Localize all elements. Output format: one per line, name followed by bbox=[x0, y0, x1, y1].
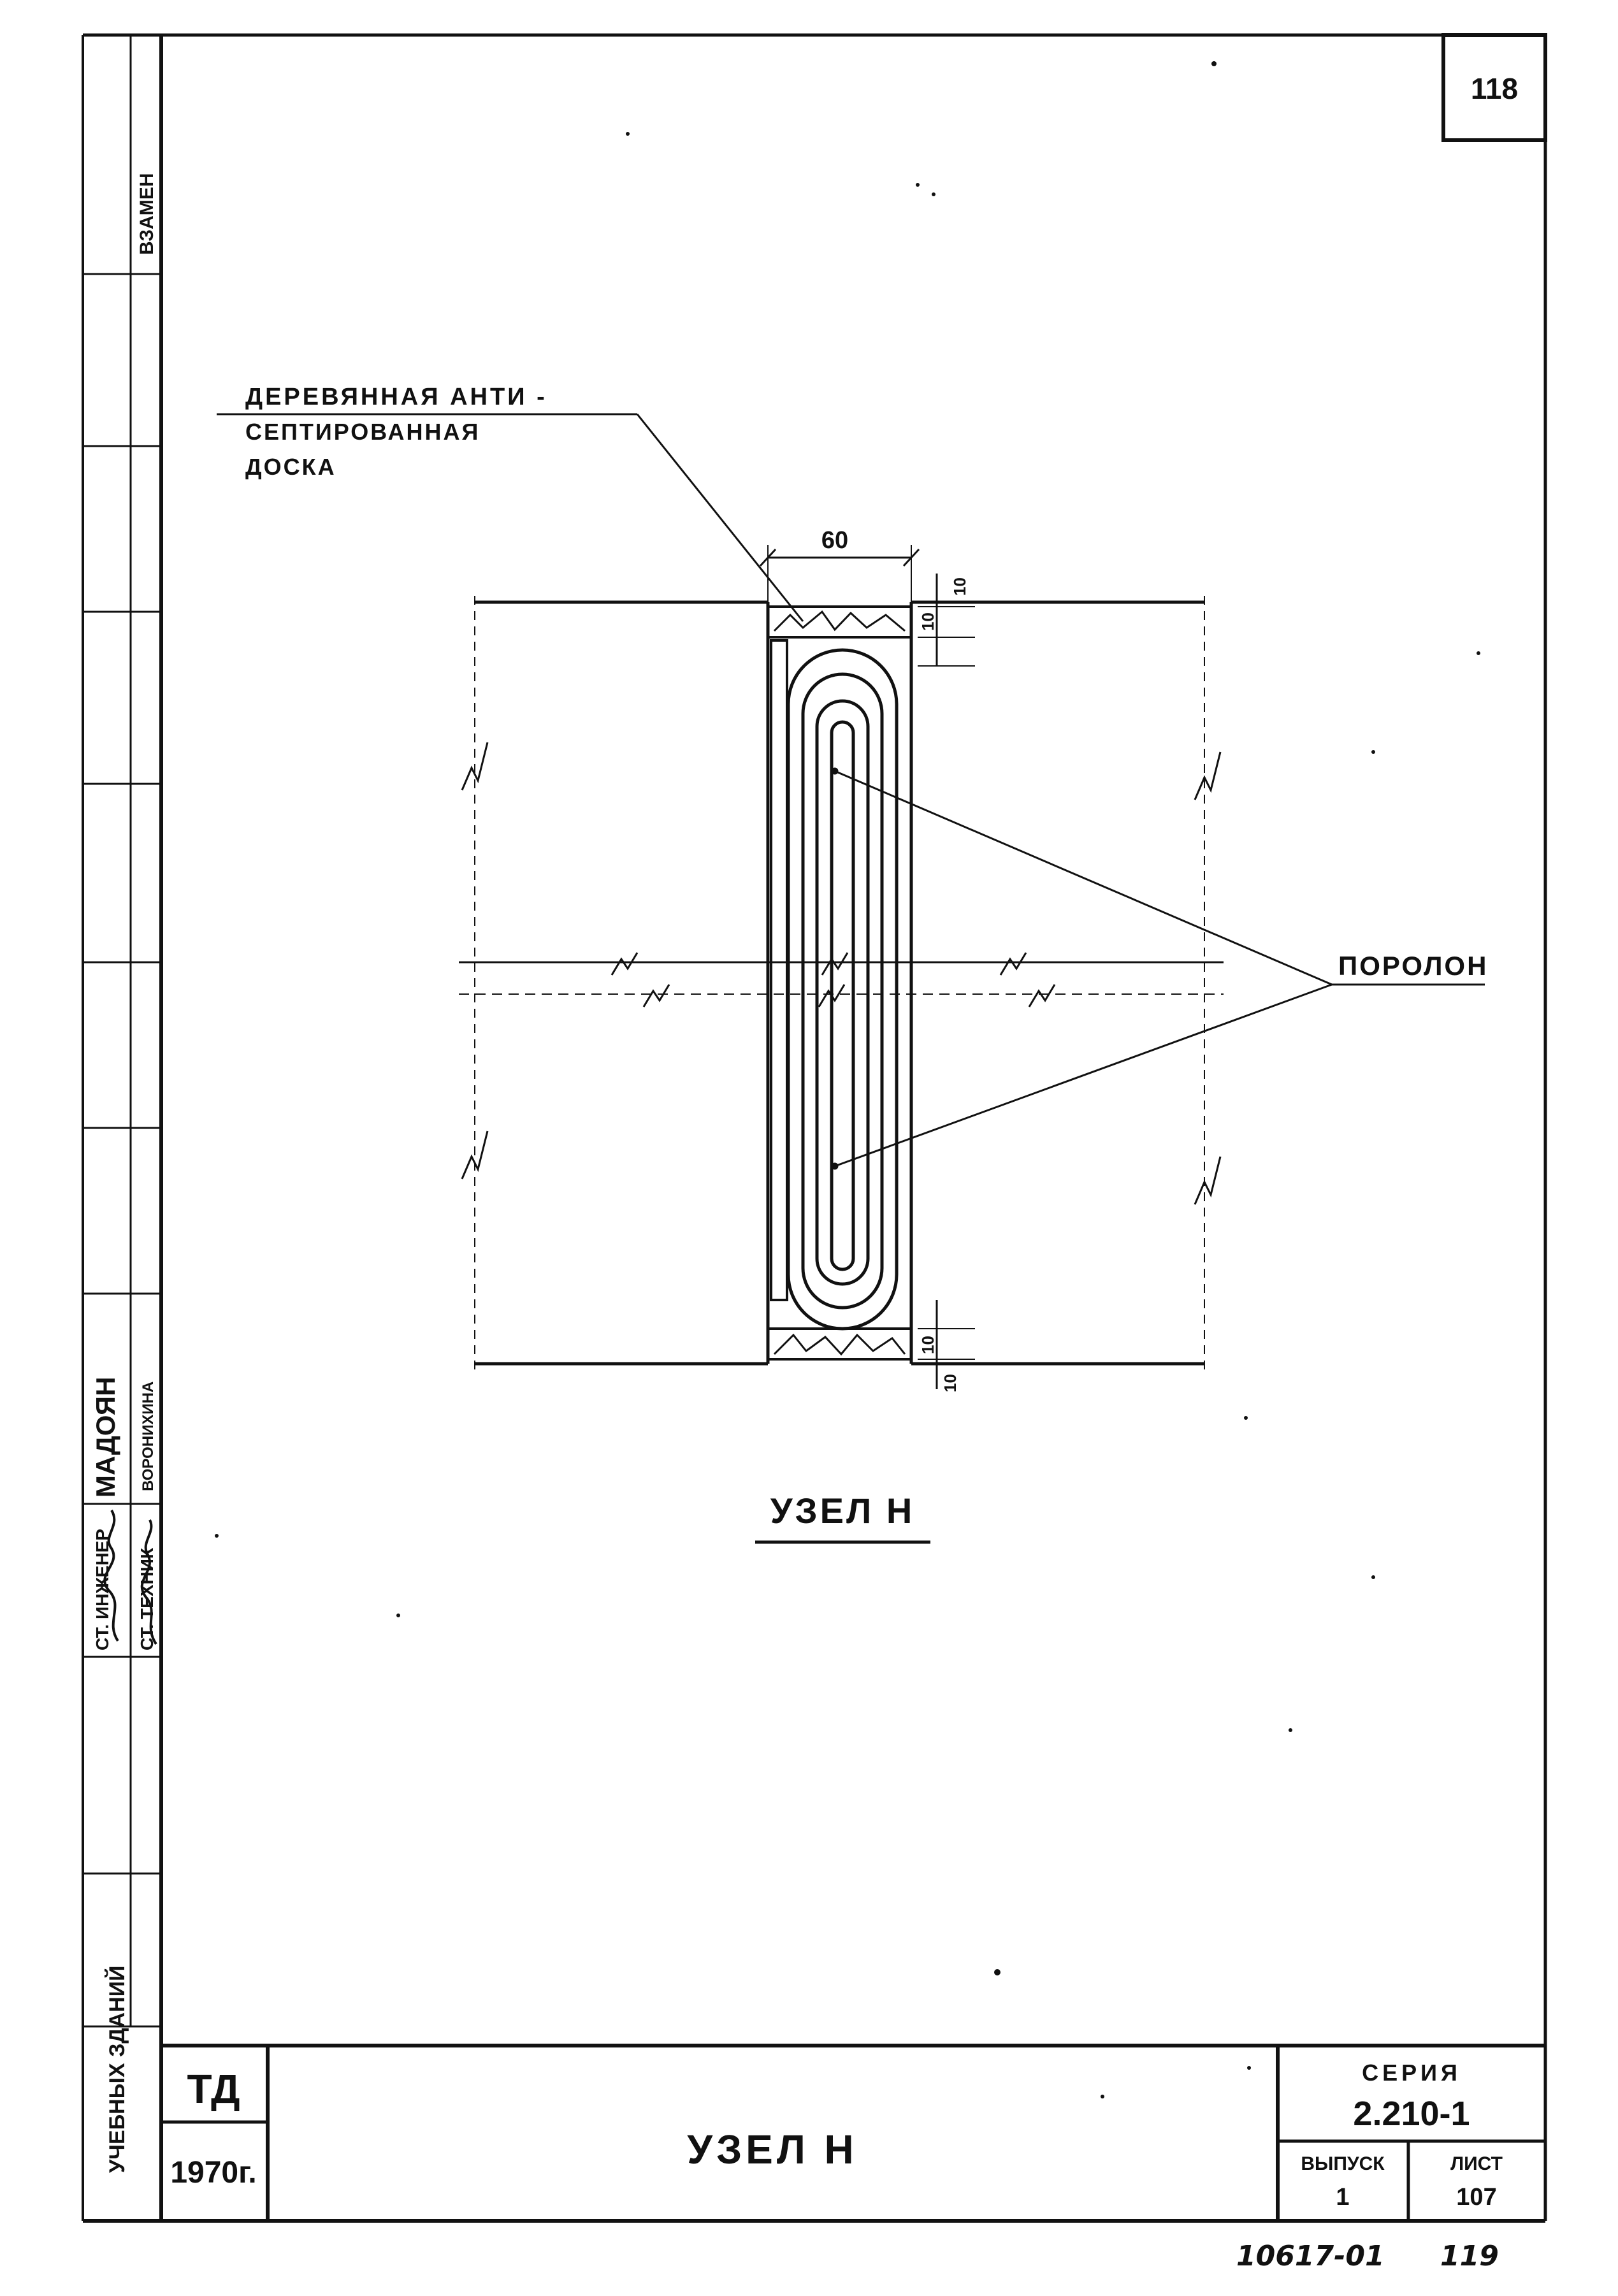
foam-loop-core bbox=[830, 720, 855, 1271]
title-block-text: ТД 1970г. УЗЕЛ Н СЕРИЯ 2.210-1 ВЫПУСК 1 … bbox=[170, 2060, 1503, 2211]
sheet-label: ЛИСТ bbox=[1450, 2153, 1503, 2174]
sheet-number: 118 bbox=[1471, 72, 1518, 105]
footer-note: 10617-01 119 bbox=[1236, 2240, 1499, 2272]
sheet-value: 107 bbox=[1456, 2184, 1496, 2211]
board-callout-line2: СЕПТИРОВАННАЯ bbox=[245, 419, 480, 445]
issue-value: 1 bbox=[1336, 2184, 1349, 2211]
dim-top-b: 10 bbox=[918, 612, 937, 631]
drawing-title: УЗЕЛ Н bbox=[687, 2126, 858, 2172]
org-code: ТД bbox=[187, 2066, 240, 2112]
series-value: 2.210-1 bbox=[1353, 2095, 1470, 2133]
dim-bot-a: 10 bbox=[918, 1336, 937, 1354]
board-top-hatch bbox=[773, 610, 906, 632]
foam-loop-outer bbox=[786, 648, 899, 1331]
board-bottom-hatch bbox=[773, 1333, 906, 1356]
sheet-number-box: 118 bbox=[1441, 33, 1547, 142]
drawing-labels: ДЕРЕВЯННАЯ АНТИ - СЕПТИРОВАННАЯ ДОСКА ПО… bbox=[245, 384, 1488, 1531]
foam-loop-middle bbox=[801, 672, 884, 1310]
year: 1970г. bbox=[170, 2156, 256, 2190]
technician-signature bbox=[140, 1519, 157, 1645]
technician-name: ВОРОНИХИНА bbox=[140, 1382, 157, 1491]
engineer-signature bbox=[103, 1509, 119, 1642]
footer-code: 10617-01 bbox=[1236, 2240, 1385, 2272]
side-top-fragment: ВЗАМЕН bbox=[136, 173, 157, 255]
org-fragment: УЧЕБНЫХ ЗДАНИЙ bbox=[105, 1965, 129, 2173]
dim-width-label: 60 bbox=[821, 527, 848, 554]
side-stamp: ВЗАМЕН СТ. ИНЖЕНЕР СТ. ТЕХНИК МАДОЯН ВОР… bbox=[90, 173, 157, 2173]
footer-page: 119 bbox=[1440, 2240, 1499, 2272]
scan-speckles bbox=[215, 61, 1480, 2098]
series-label: СЕРИЯ bbox=[1362, 2060, 1461, 2086]
joint-detail bbox=[217, 413, 1485, 1544]
detail-caption: УЗЕЛ Н bbox=[770, 1491, 915, 1531]
board-callout-line3: ДОСКА bbox=[245, 454, 336, 480]
dim-top-a: 10 bbox=[950, 577, 969, 596]
dim-bot-b: 10 bbox=[941, 1374, 960, 1392]
sheet-frame bbox=[82, 33, 1547, 2223]
foam-loop-inner bbox=[815, 699, 870, 1286]
title-block bbox=[161, 2044, 1545, 2221]
issue-label: ВЫПУСК bbox=[1301, 2153, 1385, 2174]
engineer-name: МАДОЯН bbox=[90, 1377, 120, 1498]
foam-callout: ПОРОЛОН bbox=[1338, 951, 1488, 981]
board-callout-line1: ДЕРЕВЯННАЯ АНТИ - bbox=[245, 384, 547, 410]
